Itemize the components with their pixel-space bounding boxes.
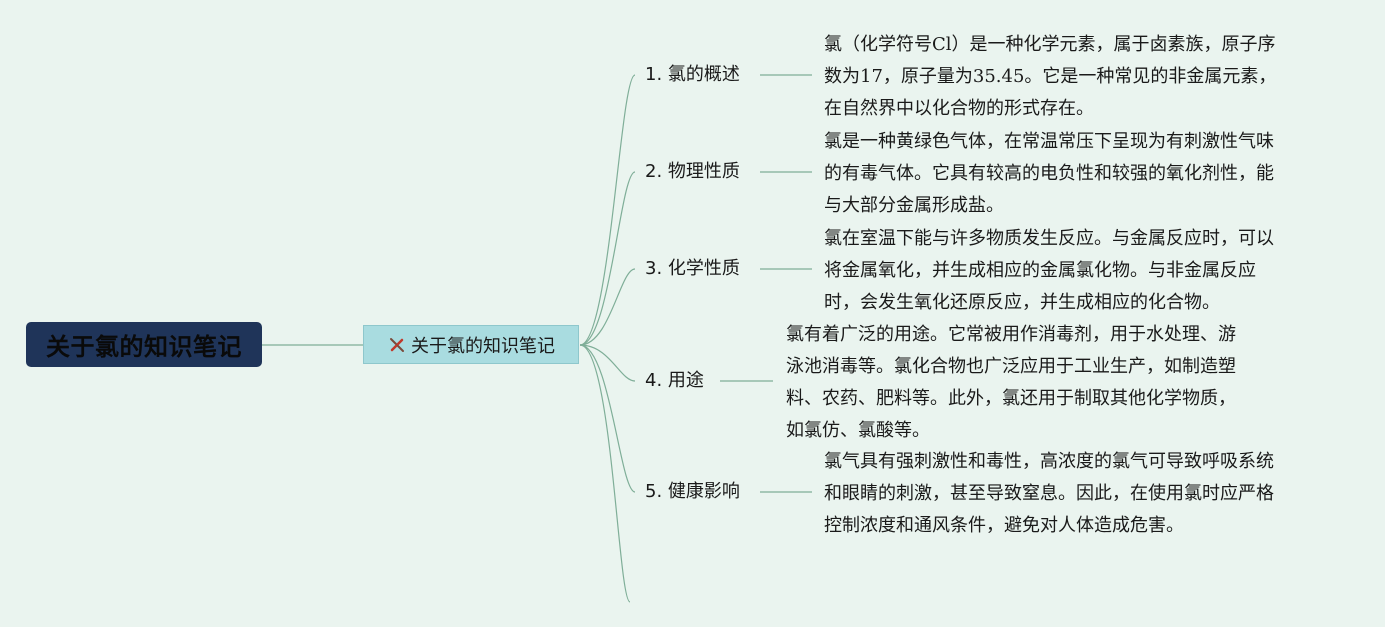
detail-line: 氯气具有强刺激性和毒性，高浓度的氯气可导致呼吸系统 [824,451,1274,472]
topic-label-overview[interactable]: 1. 氯的概述 [645,64,740,85]
tools-icon [390,337,404,352]
topic-label-physical-properties[interactable]: 2. 物理性质 [645,161,740,182]
detail-line: 氯有着广泛的用途。它常被用作消毒剂，用于水处理、游 [786,324,1236,345]
branch-curve-5 [579,344,636,493]
detail-line: 数为17，原子量为35.45。它是一种常见的非金属元素， [824,66,1277,87]
detail-line: 时，会发生氧化还原反应，并生成相应的化合物。 [824,292,1220,313]
topic-label-health-effects[interactable]: 5. 健康影响 [645,481,740,502]
detail-line: 的有毒气体。它具有较高的电负性和较强的氧化剂性，能 [824,163,1274,184]
detail-line: 泳池消毒等。氯化合物也广泛应用于工业生产，如制造塑 [786,356,1236,377]
topic-detail-overview[interactable]: 氯（化学符号Cl）是一种化学元素，属于卤素族，原子序 数为17，原子量为35.4… [816,29,1276,125]
branch-curve-1 [579,74,636,346]
detail-line: 与大部分金属形成盐。 [824,195,1004,216]
detail-line: 料、农药、肥料等。此外，氯还用于制取其他化学物质， [786,388,1236,409]
detail-line: 氯是一种黄绿色气体，在常温常压下呈现为有刺激性气味 [824,131,1274,152]
branch-curve-2 [579,171,636,346]
branch-curve-4 [579,344,636,382]
detail-line: 和眼睛的刺激，甚至导致窒息。因此，在使用氯时应严格 [824,483,1274,504]
detail-line: 将金属氧化，并生成相应的金属氯化物。与非金属反应 [824,260,1256,281]
topic-detail-health-effects[interactable]: 氯气具有强刺激性和毒性，高浓度的氯气可导致呼吸系统 和眼睛的刺激，甚至导致窒息。… [816,446,1274,542]
detail-line: 氯在室温下能与许多物质发生反应。与金属反应时，可以 [824,228,1274,249]
detail-line: 控制浓度和通风条件，避免对人体造成危害。 [824,515,1184,536]
topic-detail-uses[interactable]: 氯有着广泛的用途。它常被用作消毒剂，用于水处理、游 泳池消毒等。氯化合物也广泛应… [778,319,1236,447]
detail-line: 如氯仿、氯酸等。 [786,420,930,441]
detail-line: 在自然界中以化合物的形式存在。 [824,98,1094,119]
topic-label-uses[interactable]: 4. 用途 [645,370,704,391]
topic-label-chemical-properties[interactable]: 3. 化学性质 [645,258,740,279]
root-topic-title: 关于氯的知识笔记 [46,333,242,361]
branch-curve-tail [579,344,631,603]
topic-detail-chemical-properties[interactable]: 氯在室温下能与许多物质发生反应。与金属反应时，可以 将金属氧化，并生成相应的金属… [816,223,1274,319]
main-topic-label: 关于氯的知识笔记 [411,335,555,357]
branch-curve-3 [579,268,636,346]
root-topic-node[interactable]: 关于氯的知识笔记 [26,322,262,367]
main-topic-node[interactable]: 关于氯的知识笔记 [363,325,579,364]
topic-detail-physical-properties[interactable]: 氯是一种黄绿色气体，在常温常压下呈现为有刺激性气味 的有毒气体。它具有较高的电负… [816,126,1274,222]
detail-line: 氯（化学符号Cl）是一种化学元素，属于卤素族，原子序 [824,34,1276,55]
